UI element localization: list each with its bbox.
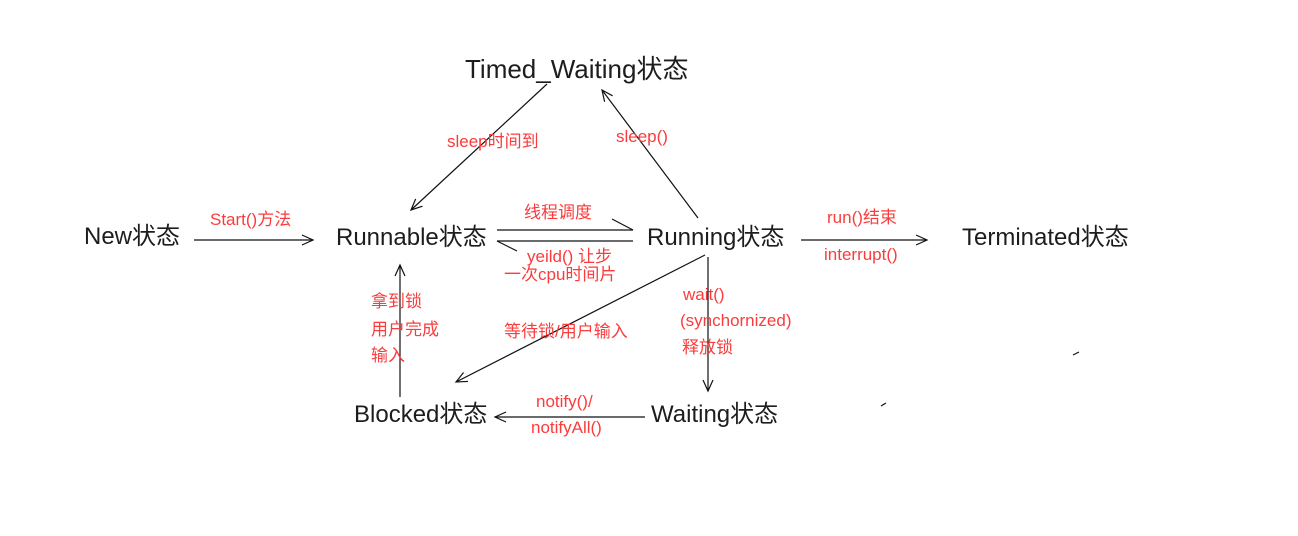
state-new: New状态 [84,223,181,250]
label-sleep-call: sleep() [616,127,668,146]
stray-mark [1072,351,1080,356]
label-thread-schedule: 线程调度 [524,203,592,222]
stray-mark [880,402,887,407]
label-yield-line2: 一次cpu时间片 [504,265,617,284]
edge-running-to-timedwaiting [601,88,699,219]
edge-running-to-blocked [454,254,706,383]
state-running: Running状态 [647,224,785,251]
edge-timedwaiting-to-runnable [409,83,548,211]
state-timed-waiting: Timed_Waiting状态 [465,54,689,84]
label-wait-line3: 释放锁 [682,338,733,357]
label-acquire-lock-line1: 拿到锁 [371,292,422,311]
label-acquire-lock-line3: 输入 [371,346,405,365]
label-run-end: run()结束 [827,208,897,227]
label-yield-line1: yeild() 让步 [527,247,613,266]
label-acquire-lock-line2: 用户完成 [371,320,439,339]
state-blocked: Blocked状态 [354,401,488,428]
edge-running-to-runnable-arrowtick [496,240,518,252]
state-waiting: Waiting状态 [651,401,779,428]
label-wait-lock-or-input: 等待锁/用户输入 [504,322,628,341]
label-interrupt: interrupt() [824,245,898,264]
label-wait-line2: (synchornized) [680,311,792,330]
label-start-method: Start()方法 [210,210,292,229]
edge-runnable-to-running-arrowtick [611,218,634,231]
label-notify-line1: notify()/ [536,392,593,411]
label-sleep-time-up: sleep时间到 [447,132,539,151]
label-notify-line2: notifyAll() [531,418,602,437]
state-runnable: Runnable状态 [336,224,487,251]
label-wait-line1: wait() [683,285,725,304]
state-terminated: Terminated状态 [962,224,1129,251]
